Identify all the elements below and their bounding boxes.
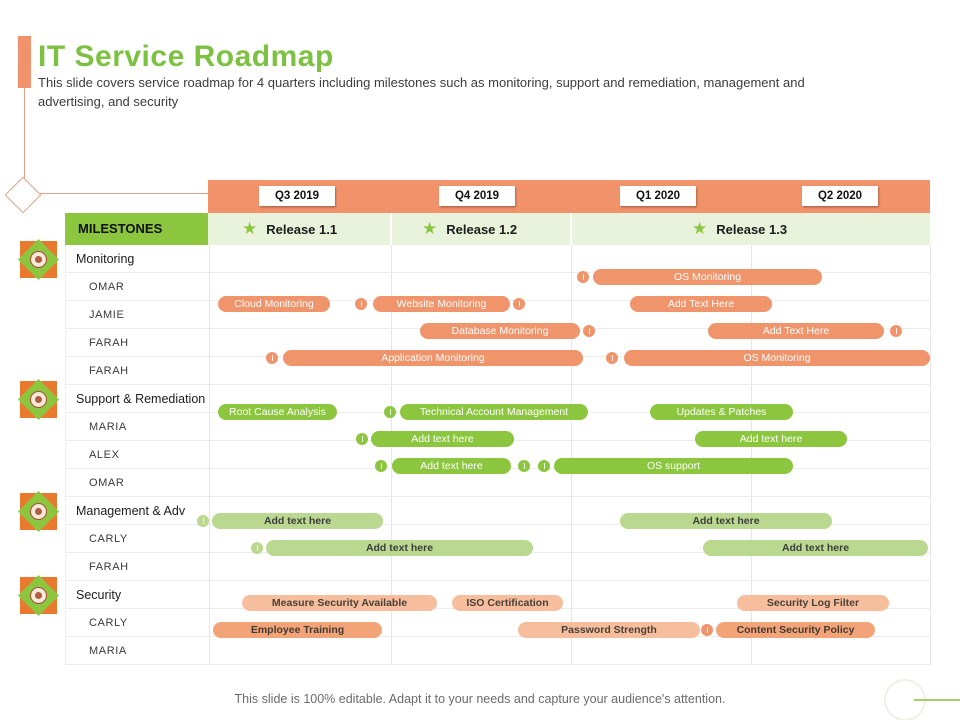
grid-vline bbox=[751, 245, 752, 665]
row-label: OMAR bbox=[89, 280, 125, 293]
icon-emblem bbox=[30, 250, 47, 268]
row-label: JAMIE bbox=[89, 308, 125, 321]
release-item: ★ Release 1.1 bbox=[242, 213, 337, 245]
footer-note: This slide is 100% editable. Adapt it to… bbox=[234, 692, 726, 706]
quarter-label: Q2 2020 bbox=[802, 186, 878, 206]
management-icon bbox=[17, 490, 60, 532]
person-row: ALEX bbox=[66, 441, 931, 469]
row-label: OMAR bbox=[89, 476, 125, 489]
monitoring-icon bbox=[17, 238, 60, 280]
release-item: ★ Release 1.3 bbox=[692, 213, 787, 245]
row-label: MARIA bbox=[89, 644, 127, 657]
category-row: Support & Remediation bbox=[66, 385, 931, 413]
person-row: FARAH bbox=[66, 357, 931, 385]
star-icon: ★ bbox=[422, 219, 438, 238]
quarter-label: Q1 2020 bbox=[620, 186, 696, 206]
grid-vline bbox=[391, 245, 392, 665]
row-label: Security bbox=[76, 587, 122, 602]
person-row: CARLY bbox=[66, 525, 931, 553]
row-label: CARLY bbox=[89, 532, 128, 545]
band-divider bbox=[570, 213, 572, 245]
person-row: OMAR bbox=[66, 273, 931, 301]
star-icon: ★ bbox=[242, 219, 258, 238]
milestones-header: MILESTONES bbox=[65, 213, 208, 245]
row-label: Support & Remediation bbox=[76, 391, 206, 406]
grid-vline bbox=[209, 245, 210, 665]
release-band: ★ Release 1.1 ★ Release 1.2 ★ Release 1.3 bbox=[208, 213, 930, 245]
release-label: Release 1.1 bbox=[266, 221, 338, 237]
row-label: MARIA bbox=[89, 420, 127, 433]
person-row: MARIA bbox=[66, 413, 931, 441]
person-row: JAMIE bbox=[66, 301, 931, 329]
row-label: Management & Adv bbox=[76, 503, 186, 518]
accent-vline bbox=[24, 88, 25, 182]
quarter-label: Q3 2019 bbox=[259, 186, 335, 206]
band-divider bbox=[390, 213, 392, 245]
icon-emblem bbox=[30, 390, 47, 408]
footer-green-line bbox=[914, 699, 960, 701]
category-row: Monitoring bbox=[66, 245, 931, 273]
support-icon bbox=[17, 378, 60, 420]
person-row: OMAR bbox=[66, 469, 931, 497]
star-icon: ★ bbox=[692, 219, 708, 238]
category-row: Management & Adv bbox=[66, 497, 931, 525]
person-row: CARLY bbox=[66, 609, 931, 637]
grid-vline bbox=[571, 245, 572, 665]
row-label: ALEX bbox=[89, 448, 120, 461]
icon-emblem bbox=[30, 586, 47, 604]
grid-vline bbox=[930, 245, 931, 665]
person-row: MARIA bbox=[66, 637, 931, 665]
icon-emblem bbox=[30, 502, 47, 520]
row-label: CARLY bbox=[89, 616, 128, 629]
release-label: Release 1.2 bbox=[446, 221, 518, 237]
security-icon bbox=[17, 574, 60, 616]
row-label: FARAH bbox=[89, 364, 129, 377]
release-item: ★ Release 1.2 bbox=[422, 213, 517, 245]
accent-bar bbox=[18, 36, 31, 88]
release-label: Release 1.3 bbox=[716, 221, 788, 237]
row-label: FARAH bbox=[89, 560, 129, 573]
row-label: Monitoring bbox=[76, 251, 135, 266]
quarter-label: Q4 2019 bbox=[439, 186, 515, 206]
quarter-header: Q3 2019 Q4 2019 Q1 2020 Q2 2020 bbox=[208, 180, 930, 213]
row-label: FARAH bbox=[89, 336, 129, 349]
diamond-decoration bbox=[4, 176, 42, 214]
person-row: FARAH bbox=[66, 553, 931, 581]
accent-hline bbox=[40, 193, 208, 194]
category-row: Security bbox=[66, 581, 931, 609]
person-row: FARAH bbox=[66, 329, 931, 357]
page-title: IT Service Roadmap bbox=[38, 40, 334, 73]
page-subtitle: This slide covers service roadmap for 4 … bbox=[38, 75, 805, 109]
